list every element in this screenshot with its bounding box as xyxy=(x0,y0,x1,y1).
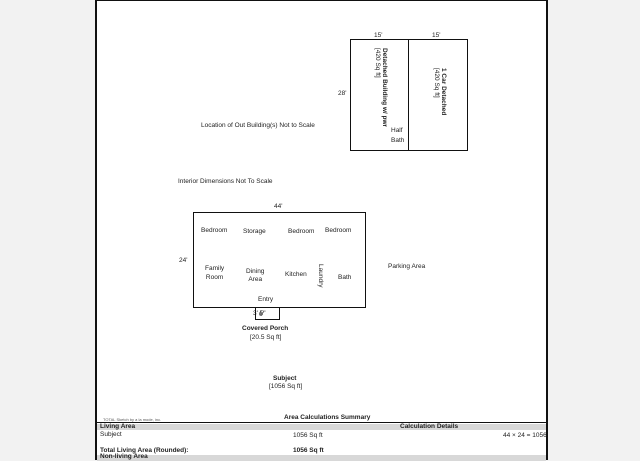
room-bedroom-2: Bedroom xyxy=(288,228,315,235)
room-dining-line2: Area xyxy=(248,276,263,283)
half-bath-label: Half Bath xyxy=(391,126,404,146)
room-dining-line1: Dining xyxy=(246,268,265,275)
subject-area: [1056 Sq ft] xyxy=(269,383,303,390)
detached-depth-label: 28' xyxy=(338,90,347,97)
porch-name: Covered Porch xyxy=(242,325,289,332)
living-area-header: Living Area xyxy=(100,423,136,430)
house-width-label: 44' xyxy=(274,203,283,210)
area-summary-table: Living Area Calculation Details Subject … xyxy=(97,422,547,461)
garage-width-label: 15' xyxy=(432,32,441,39)
interior-note: Interior Dimensions Not To Scale xyxy=(178,178,273,185)
total-living-value: 1056 Sq ft xyxy=(293,447,324,454)
half-bath-line2: Bath xyxy=(391,137,405,144)
detached-building-area: [420 Sq ft] xyxy=(374,48,381,78)
room-family-line2: Room xyxy=(205,274,224,281)
detached-building-name: Detached Building w/ pwr xyxy=(381,48,388,128)
room-family: Family Room xyxy=(205,264,224,282)
room-kitchen: Kitchen xyxy=(285,271,307,278)
calc-details-header: Calculation Details xyxy=(400,423,459,430)
garage-name: 1 Car Detached xyxy=(440,68,447,116)
floor-plan-sheet: 15' 15' 28' Detached Building w/ pwr [42… xyxy=(95,0,548,461)
summary-header-band xyxy=(97,424,546,430)
summary-row-value: 1056 Sq ft xyxy=(293,432,323,439)
house-depth-label: 24' xyxy=(179,257,188,264)
room-entry: Entry xyxy=(258,296,274,303)
detached-width-label: 15' xyxy=(374,32,383,39)
room-bedroom-1: Bedroom xyxy=(201,227,228,234)
porch-width-label: 6' xyxy=(259,311,264,318)
total-living-label: Total Living Area (Rounded): xyxy=(100,447,189,454)
summary-top-rule xyxy=(97,422,546,423)
nonliving-header: Non-living Area xyxy=(100,453,148,460)
half-bath-line1: Half xyxy=(391,127,403,134)
room-laundry: Laundry xyxy=(317,264,324,288)
garage-building: 1 Car Detached [420 Sq ft] xyxy=(408,39,468,151)
garage-label: 1 Car Detached [420 Sq ft] xyxy=(433,68,447,115)
summary-row-label: Subject xyxy=(100,431,122,438)
room-bath: Bath xyxy=(338,274,352,281)
detached-building: Detached Building w/ pwr [420 Sq ft] Hal… xyxy=(350,39,409,151)
nonliving-header-band xyxy=(97,455,546,461)
subject-name: Subject xyxy=(273,375,297,382)
summary-row-calc: 44 × 24 = 1056 xyxy=(503,432,547,439)
room-storage: Storage xyxy=(243,228,266,235)
porch-depth-label: 3' 5" xyxy=(253,310,266,317)
outbuilding-note: Location of Out Building(s) Not to Scale xyxy=(201,122,315,129)
room-dining: Dining Area xyxy=(246,268,264,284)
detached-building-label: Detached Building w/ pwr [420 Sq ft] xyxy=(374,48,388,127)
summary-title: Area Calculations Summary xyxy=(284,414,371,421)
sketch-credit: TOTAL Sketch by a la mode, inc. xyxy=(103,417,162,422)
garage-area: [420 Sq ft] xyxy=(433,68,440,98)
main-house: Bedroom Storage Bedroom Bedroom Family R… xyxy=(193,212,366,308)
room-family-line1: Family xyxy=(205,265,225,272)
parking-area-label: Parking Area xyxy=(388,263,426,270)
porch-area: [20.5 Sq ft] xyxy=(250,334,282,341)
room-bedroom-3: Bedroom xyxy=(325,227,352,234)
covered-porch: 6' xyxy=(255,307,280,320)
